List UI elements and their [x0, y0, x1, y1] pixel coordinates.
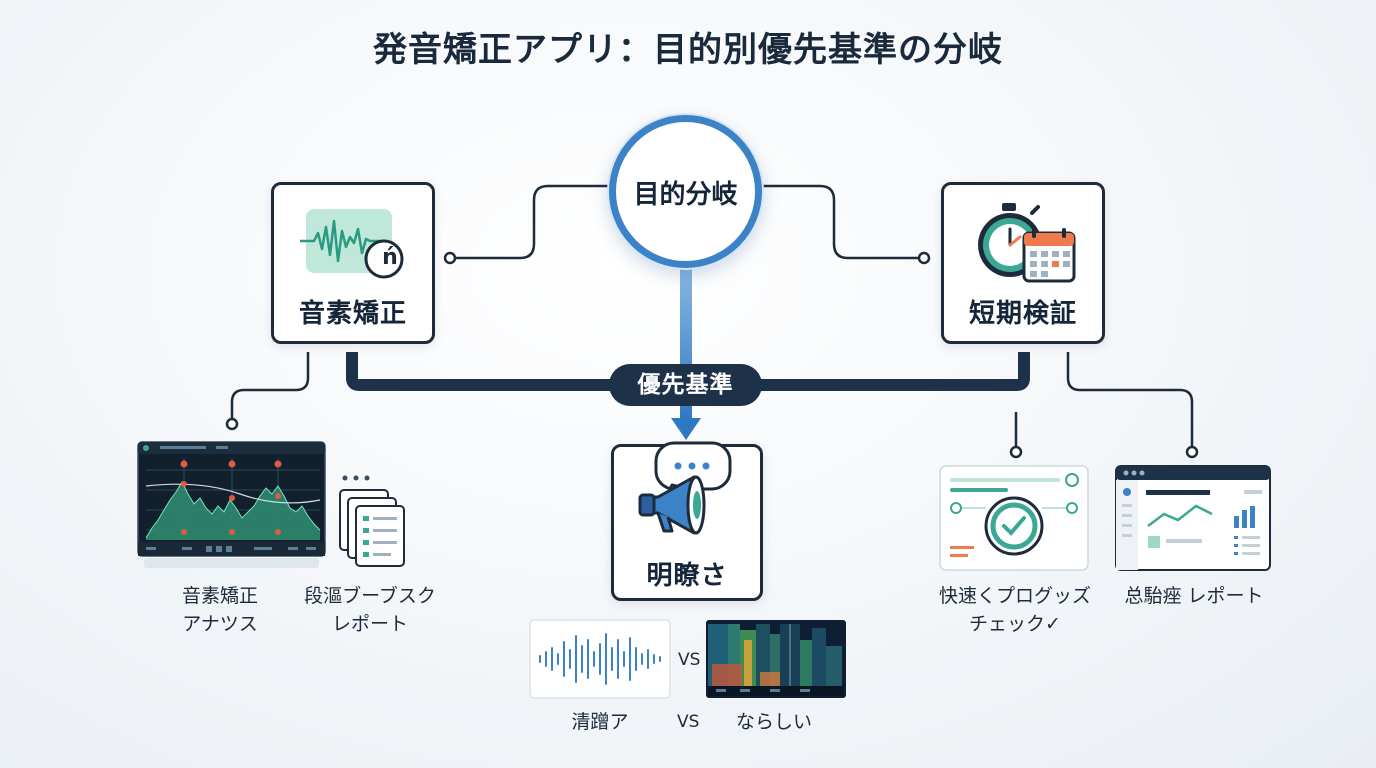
connector-left-child-1 — [230, 352, 310, 420]
caption-phoneme-analysis: 音素矯正 アナツス — [160, 582, 280, 638]
connector-dot — [1185, 445, 1199, 459]
caption-line: 音素矯正 — [181, 585, 258, 607]
spectrogram-thumbnail — [706, 620, 846, 698]
node-short-term-verification[interactable]: 短期検証 — [941, 182, 1105, 344]
caption-line: 快速くプログッズ — [938, 585, 1091, 607]
connector-dot — [917, 251, 931, 265]
stopwatch-calendar-icon — [978, 203, 1076, 283]
hub-purpose-branch[interactable]: 目的分岐 — [609, 115, 762, 268]
caption-line: チェック✓ — [969, 613, 1061, 635]
node-clarity[interactable]: 明瞭さ — [611, 441, 763, 601]
progress-check-thumbnail — [939, 465, 1089, 571]
compare-right-label: ならしい — [735, 711, 812, 733]
node-label: 短期検証 — [968, 299, 1077, 329]
compare-left-label: 清蹭ア — [571, 711, 629, 733]
caption-line: 段漚ブーブスク — [304, 585, 436, 607]
connector-right-child-2 — [1066, 352, 1194, 448]
caption-line: 总駘痤 レポート — [1124, 585, 1264, 607]
caption-staged-report: 段漚ブーブスク レポート — [294, 582, 446, 638]
node-label: 音素矯正 — [298, 299, 407, 329]
waveform-icon — [300, 209, 404, 279]
connector-dot — [443, 251, 457, 265]
caption-quick-progress-check: 快速くプログッズ チェック✓ — [930, 582, 1100, 638]
vs-label-captions: VS — [677, 712, 700, 732]
caption-summary-report: 总駘痤 レポート — [1112, 582, 1276, 610]
megaphone-body — [638, 475, 706, 535]
vs-label-thumbnails: VS — [678, 650, 701, 670]
dashboard-report-thumbnail — [1115, 465, 1271, 571]
phoneme-badge: ń — [382, 245, 398, 270]
caption-line: レポート — [331, 613, 408, 635]
node-label: 明瞭さ — [646, 561, 728, 591]
connector-hub-right — [760, 184, 924, 260]
node-phoneme-correction[interactable]: ń 音素矯正 — [271, 182, 435, 344]
document-stack-icon — [339, 475, 405, 567]
hub-label: 目的分岐 — [633, 180, 738, 210]
priority-criteria-label: 優先基準 — [609, 364, 762, 406]
connector-dot — [225, 417, 239, 431]
caption-line: アナツス — [182, 613, 258, 635]
priority-arrow-head — [671, 418, 701, 440]
connector-dot — [1009, 445, 1023, 459]
page-title: 発音矯正アプリ：目的別優先基準の分岐 — [373, 30, 1003, 70]
clear-waveform-thumbnail — [529, 619, 671, 699]
spectrum-analyzer-thumbnail — [137, 441, 326, 568]
connector-hub-left — [450, 184, 612, 260]
